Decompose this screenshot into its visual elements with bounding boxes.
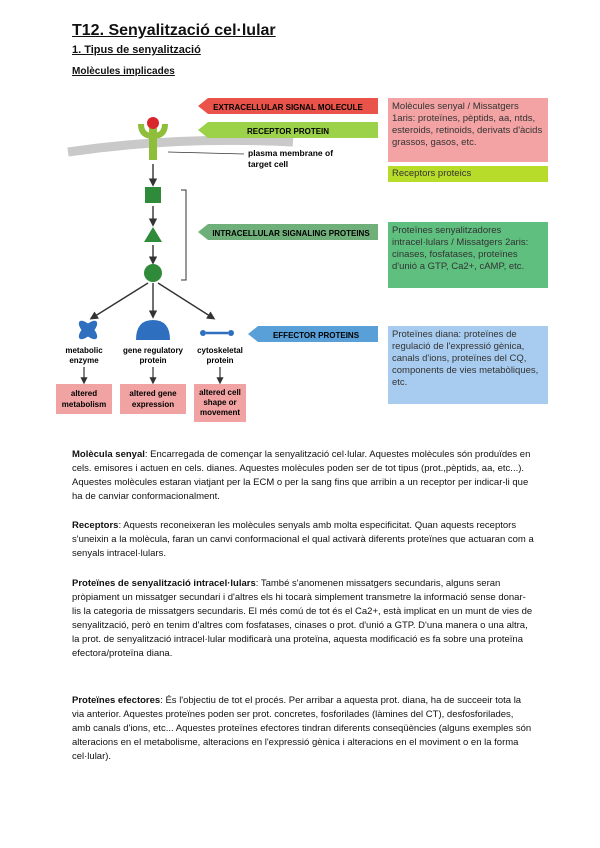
outcome-box-3 [194,384,246,422]
body: : Encarregada de començar la senyalitzac… [72,449,531,502]
effector-name-1a: metabolic [65,346,103,355]
receptor-stem [149,128,157,160]
effector-name-2a: gene regulatory [123,346,184,355]
outcome-3c: movement [200,408,240,417]
paragraph-receptors: Receptors: Aquests reconeixeran les molè… [72,519,534,561]
outcome-3a: altered cell [199,388,241,397]
paragraph-intracellular: Proteïnes de senyalització intracel·lula… [72,577,534,661]
signal-molecule [147,117,159,129]
note-receptors: Receptors proteics [388,166,548,182]
tag-effector-label: EFFECTOR PROTEINS [273,331,360,340]
effector-name-3b: protein [206,356,233,365]
signaling-diagram: plasma membrane of target cell metabolic… [56,98,378,422]
outcome-box-1 [56,384,112,414]
gene-regulatory-protein-icon [136,320,170,340]
outcome-2a: altered gene [129,389,177,398]
tag-extracellular [198,98,378,114]
outcome-2b: expression [132,400,174,409]
term: Proteïnes de senyalització intracel·lula… [72,578,256,589]
term: Receptors [72,520,119,531]
note-effector: Proteïnes diana: proteïnes de regulació … [388,326,548,404]
tag-effector [248,326,378,342]
tag-receptor-label: RECEPTOR PROTEIN [247,127,329,136]
body: : És l'objectiu de tot el procés. Per ar… [72,695,532,762]
intracellular-protein-circle [144,264,162,282]
note-intracellular: Proteïnes senyalitzadores intracel·lular… [388,222,548,288]
membrane-label-2: target cell [248,159,288,169]
plasma-membrane [67,135,294,157]
page-title: T12. Senyalització cel·lular [72,22,276,39]
paragraph-effectors: Proteïnes efectores: És l'objectiu de to… [72,694,534,764]
receptor-cup [138,123,168,140]
tag-extracellular-label: EXTRACELLULAR SIGNAL MOLECULE [213,103,363,112]
body: : Aquests reconeixeran les molècules sen… [72,520,534,559]
note-signal-molecules: Molècules senyal / Missatgers 1aris: pro… [388,98,548,162]
section-heading: 1. Tipus de senyalització [72,44,201,56]
cytoskeletal-protein-icon [200,330,234,336]
intracellular-protein-square [145,187,161,203]
tag-intracellular [198,224,378,240]
paragraph-signal-molecule: Molècula senyal: Encarregada de començar… [72,448,534,504]
tag-receptor [198,122,378,138]
membrane-label-1: plasma membrane of [248,148,333,158]
outcome-1a: altered [71,389,97,398]
metabolic-enzyme-icon [78,320,98,340]
term: Proteïnes efectores [72,695,161,706]
outcome-1b: metabolism [62,400,106,409]
intracellular-protein-triangle [144,227,162,242]
effector-name-3a: cytoskeletal [197,346,243,355]
outcome-box-2 [120,384,186,414]
effector-name-1b: enzyme [69,356,99,365]
term: Molècula senyal [72,449,145,460]
effector-name-2b: protein [139,356,166,365]
tag-intracellular-label: INTRACELLULAR SIGNALING PROTEINS [212,229,370,238]
body: : També s'anomenen missatgers secundaris… [72,578,533,659]
signaling-figure: plasma membrane of target cell metabolic… [48,90,578,430]
subsection-heading: Molècules implicades [72,66,175,77]
outcome-3b: shape or [203,398,236,407]
